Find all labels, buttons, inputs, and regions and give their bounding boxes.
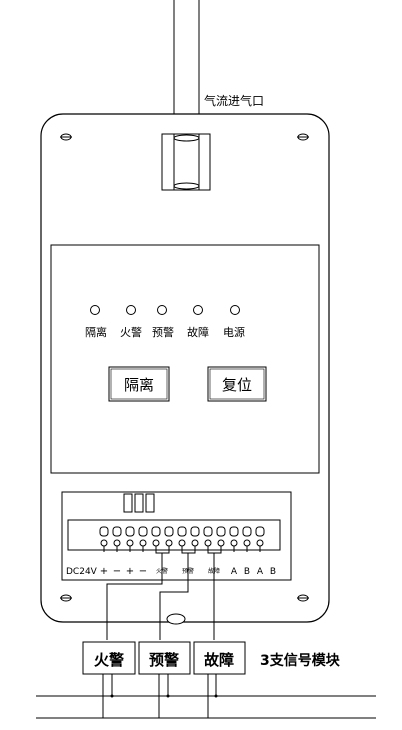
inlet-label: 气流进气口: [204, 93, 264, 108]
signal-module-fire: 火警: [82, 641, 136, 675]
terminal-label-a: A: [257, 567, 264, 577]
terminal-label-b: B: [270, 567, 276, 577]
reset-button-label: 复位: [222, 376, 252, 394]
signal-module-fault: 故障: [193, 641, 246, 675]
terminal-screw-icon: [164, 526, 174, 547]
terminal-screw-icon: [125, 526, 135, 552]
terminal-screw-icon: [216, 526, 226, 547]
screw-icon: [60, 133, 72, 141]
terminal-label-dc24v: DC24V: [66, 567, 98, 577]
detector-enclosure: [40, 113, 330, 623]
indicator-label-fault: 故障: [187, 325, 209, 339]
module-caption: 3支信号模块: [260, 652, 341, 669]
indicator-leds: [90, 305, 240, 315]
terminal-board: [61, 491, 292, 581]
dip-switches: [123, 493, 155, 513]
terminal-label-minus: −: [113, 566, 121, 577]
isolate-button[interactable]: 隔离: [108, 366, 170, 402]
module-label-fault: 故障: [204, 651, 234, 669]
screw-icon: [297, 133, 309, 141]
terminal-label-plus: +: [100, 566, 108, 577]
led-fault: [193, 305, 203, 315]
relay-wires: [106, 553, 215, 640]
terminal-label-plus: +: [126, 566, 134, 577]
screw-icon: [60, 594, 72, 602]
terminal-label-minus: −: [139, 566, 147, 577]
terminal-screw-icon: [177, 526, 187, 547]
terminal-screw-icon: [242, 526, 252, 552]
terminal-label-a: A: [231, 567, 238, 577]
indicator-labels: 隔离 火警 预警 故障 电源: [85, 325, 245, 339]
screw-icon: [297, 594, 309, 602]
terminal-screw-icon: [112, 526, 122, 552]
front-panel: [50, 244, 320, 474]
terminal-screw-icon: [151, 526, 161, 547]
terminal-screw-icon: [99, 526, 109, 552]
terminal-screw-icon: [138, 526, 148, 552]
module-label-prealarm: 预警: [149, 651, 179, 669]
signal-bus: [36, 695, 376, 719]
signal-module-prealarm: 预警: [138, 641, 191, 675]
mounting-screws: [60, 133, 309, 602]
indicator-label-prealarm: 预警: [152, 325, 174, 339]
air-inlet-pipe: [173, 0, 200, 114]
terminal-screw-icon: [190, 526, 200, 547]
terminal-screw-icon: [229, 526, 239, 552]
led-isolate: [90, 305, 100, 315]
terminal-screw-icon: [203, 526, 213, 547]
module-label-fire: 火警: [94, 651, 124, 669]
led-power: [230, 305, 240, 315]
indicator-label-fire: 火警: [120, 325, 142, 339]
bus-taps: [110, 694, 218, 698]
terminal-strip: [67, 519, 281, 551]
led-prealarm: [157, 305, 167, 315]
reset-button[interactable]: 复位: [207, 366, 267, 402]
cable-outlet: [166, 613, 186, 625]
terminal-screw-icon: [255, 526, 265, 552]
isolate-button-label: 隔离: [124, 376, 154, 394]
indicator-label-power: 电源: [223, 325, 245, 339]
inlet-connector: [161, 133, 211, 191]
led-fire: [126, 305, 136, 315]
terminal-labels: DC24V + − + − 火警 预警 故障 A B A B: [66, 566, 276, 577]
indicator-label-isolate: 隔离: [85, 325, 107, 339]
terminal-label-b: B: [244, 567, 250, 577]
